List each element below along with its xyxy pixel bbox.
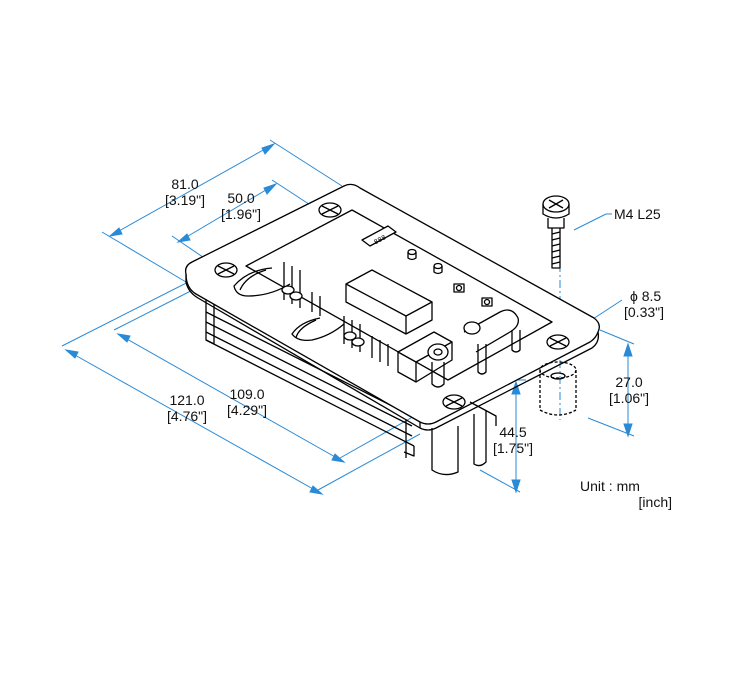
assembly-outline <box>184 183 600 476</box>
dim-81-label: 81.0 [3.19"] <box>154 176 216 208</box>
standoffs <box>431 361 577 476</box>
dim-121-inch: [4.76"] <box>167 408 207 424</box>
unit-note-inch: [inch] <box>638 494 672 510</box>
dimension-lines <box>61 139 635 495</box>
board-components <box>233 225 521 388</box>
hole-diameter-inch: [0.33"] <box>624 304 664 320</box>
heat-sink-fins <box>205 300 415 458</box>
dim-109-label: 109.0 [4.29"] <box>216 386 278 418</box>
mounting-holes <box>214 202 570 410</box>
dim-27-label: 27.0 [1.06"] <box>598 374 660 406</box>
screw <box>542 195 570 269</box>
dim-44-5-mm: 44.5 <box>499 424 527 440</box>
dim-50-mm: 50.0 <box>227 190 255 206</box>
dim-44-5-inch: [1.75"] <box>493 440 533 456</box>
dim-109-inch: [4.29"] <box>227 402 267 418</box>
dim-27-mm: 27.0 <box>615 374 643 390</box>
hole-diameter-label: ϕ 8.5 [0.33"] <box>624 288 694 320</box>
screw-label: M4 L25 <box>614 206 661 222</box>
unit-note-mm: Unit : mm <box>580 478 640 494</box>
dim-109-mm: 109.0 <box>229 386 265 402</box>
dim-81-inch: [3.19"] <box>165 192 205 208</box>
dim-50-label: 50.0 [1.96"] <box>210 190 272 222</box>
dim-44-5-label: 44.5 [1.75"] <box>482 424 544 456</box>
hole-diameter-mm: ϕ 8.5 <box>630 288 662 304</box>
dim-121-label: 121.0 [4.76"] <box>156 392 218 424</box>
dim-27-inch: [1.06"] <box>609 390 649 406</box>
dim-121-mm: 121.0 <box>169 392 205 408</box>
dim-50-inch: [1.96"] <box>221 206 261 222</box>
unit-note: Unit : mm [inch] <box>580 478 672 510</box>
dim-81-mm: 81.0 <box>171 176 199 192</box>
